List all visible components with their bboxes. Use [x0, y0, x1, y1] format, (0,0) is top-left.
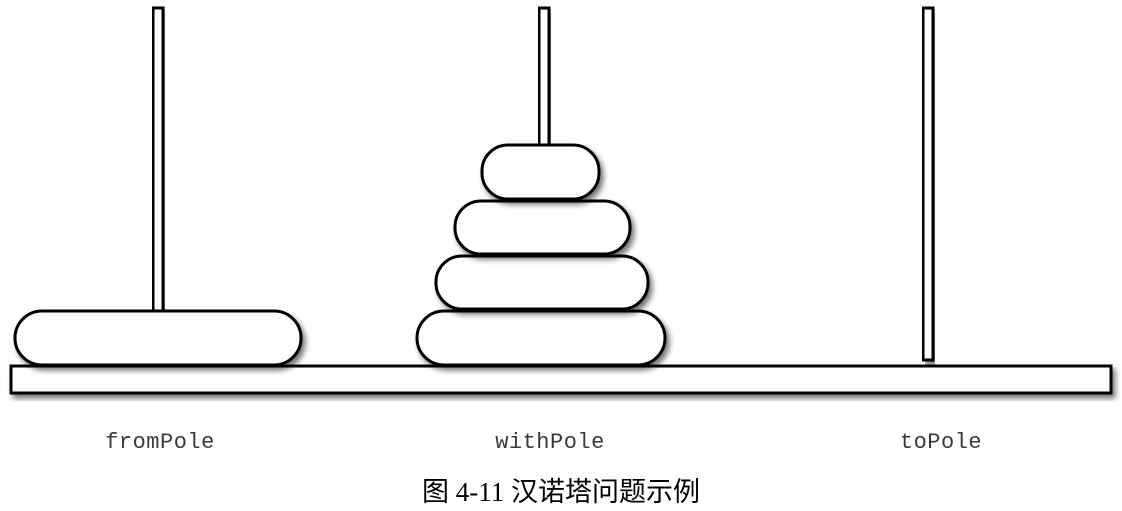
disk	[480, 143, 601, 201]
disk	[434, 254, 650, 311]
from-pole-rod	[151, 6, 165, 362]
figure-caption: 图 4-11 汉诺塔问题示例	[422, 477, 700, 507]
with-pole-label: withPole	[495, 430, 605, 455]
from-pole-label: fromPole	[105, 430, 215, 455]
disk	[415, 309, 667, 367]
disk	[453, 199, 632, 256]
to-pole-label: toPole	[899, 430, 983, 455]
disk	[13, 309, 303, 367]
base-board	[9, 364, 1113, 395]
to-pole-rod	[921, 6, 935, 362]
